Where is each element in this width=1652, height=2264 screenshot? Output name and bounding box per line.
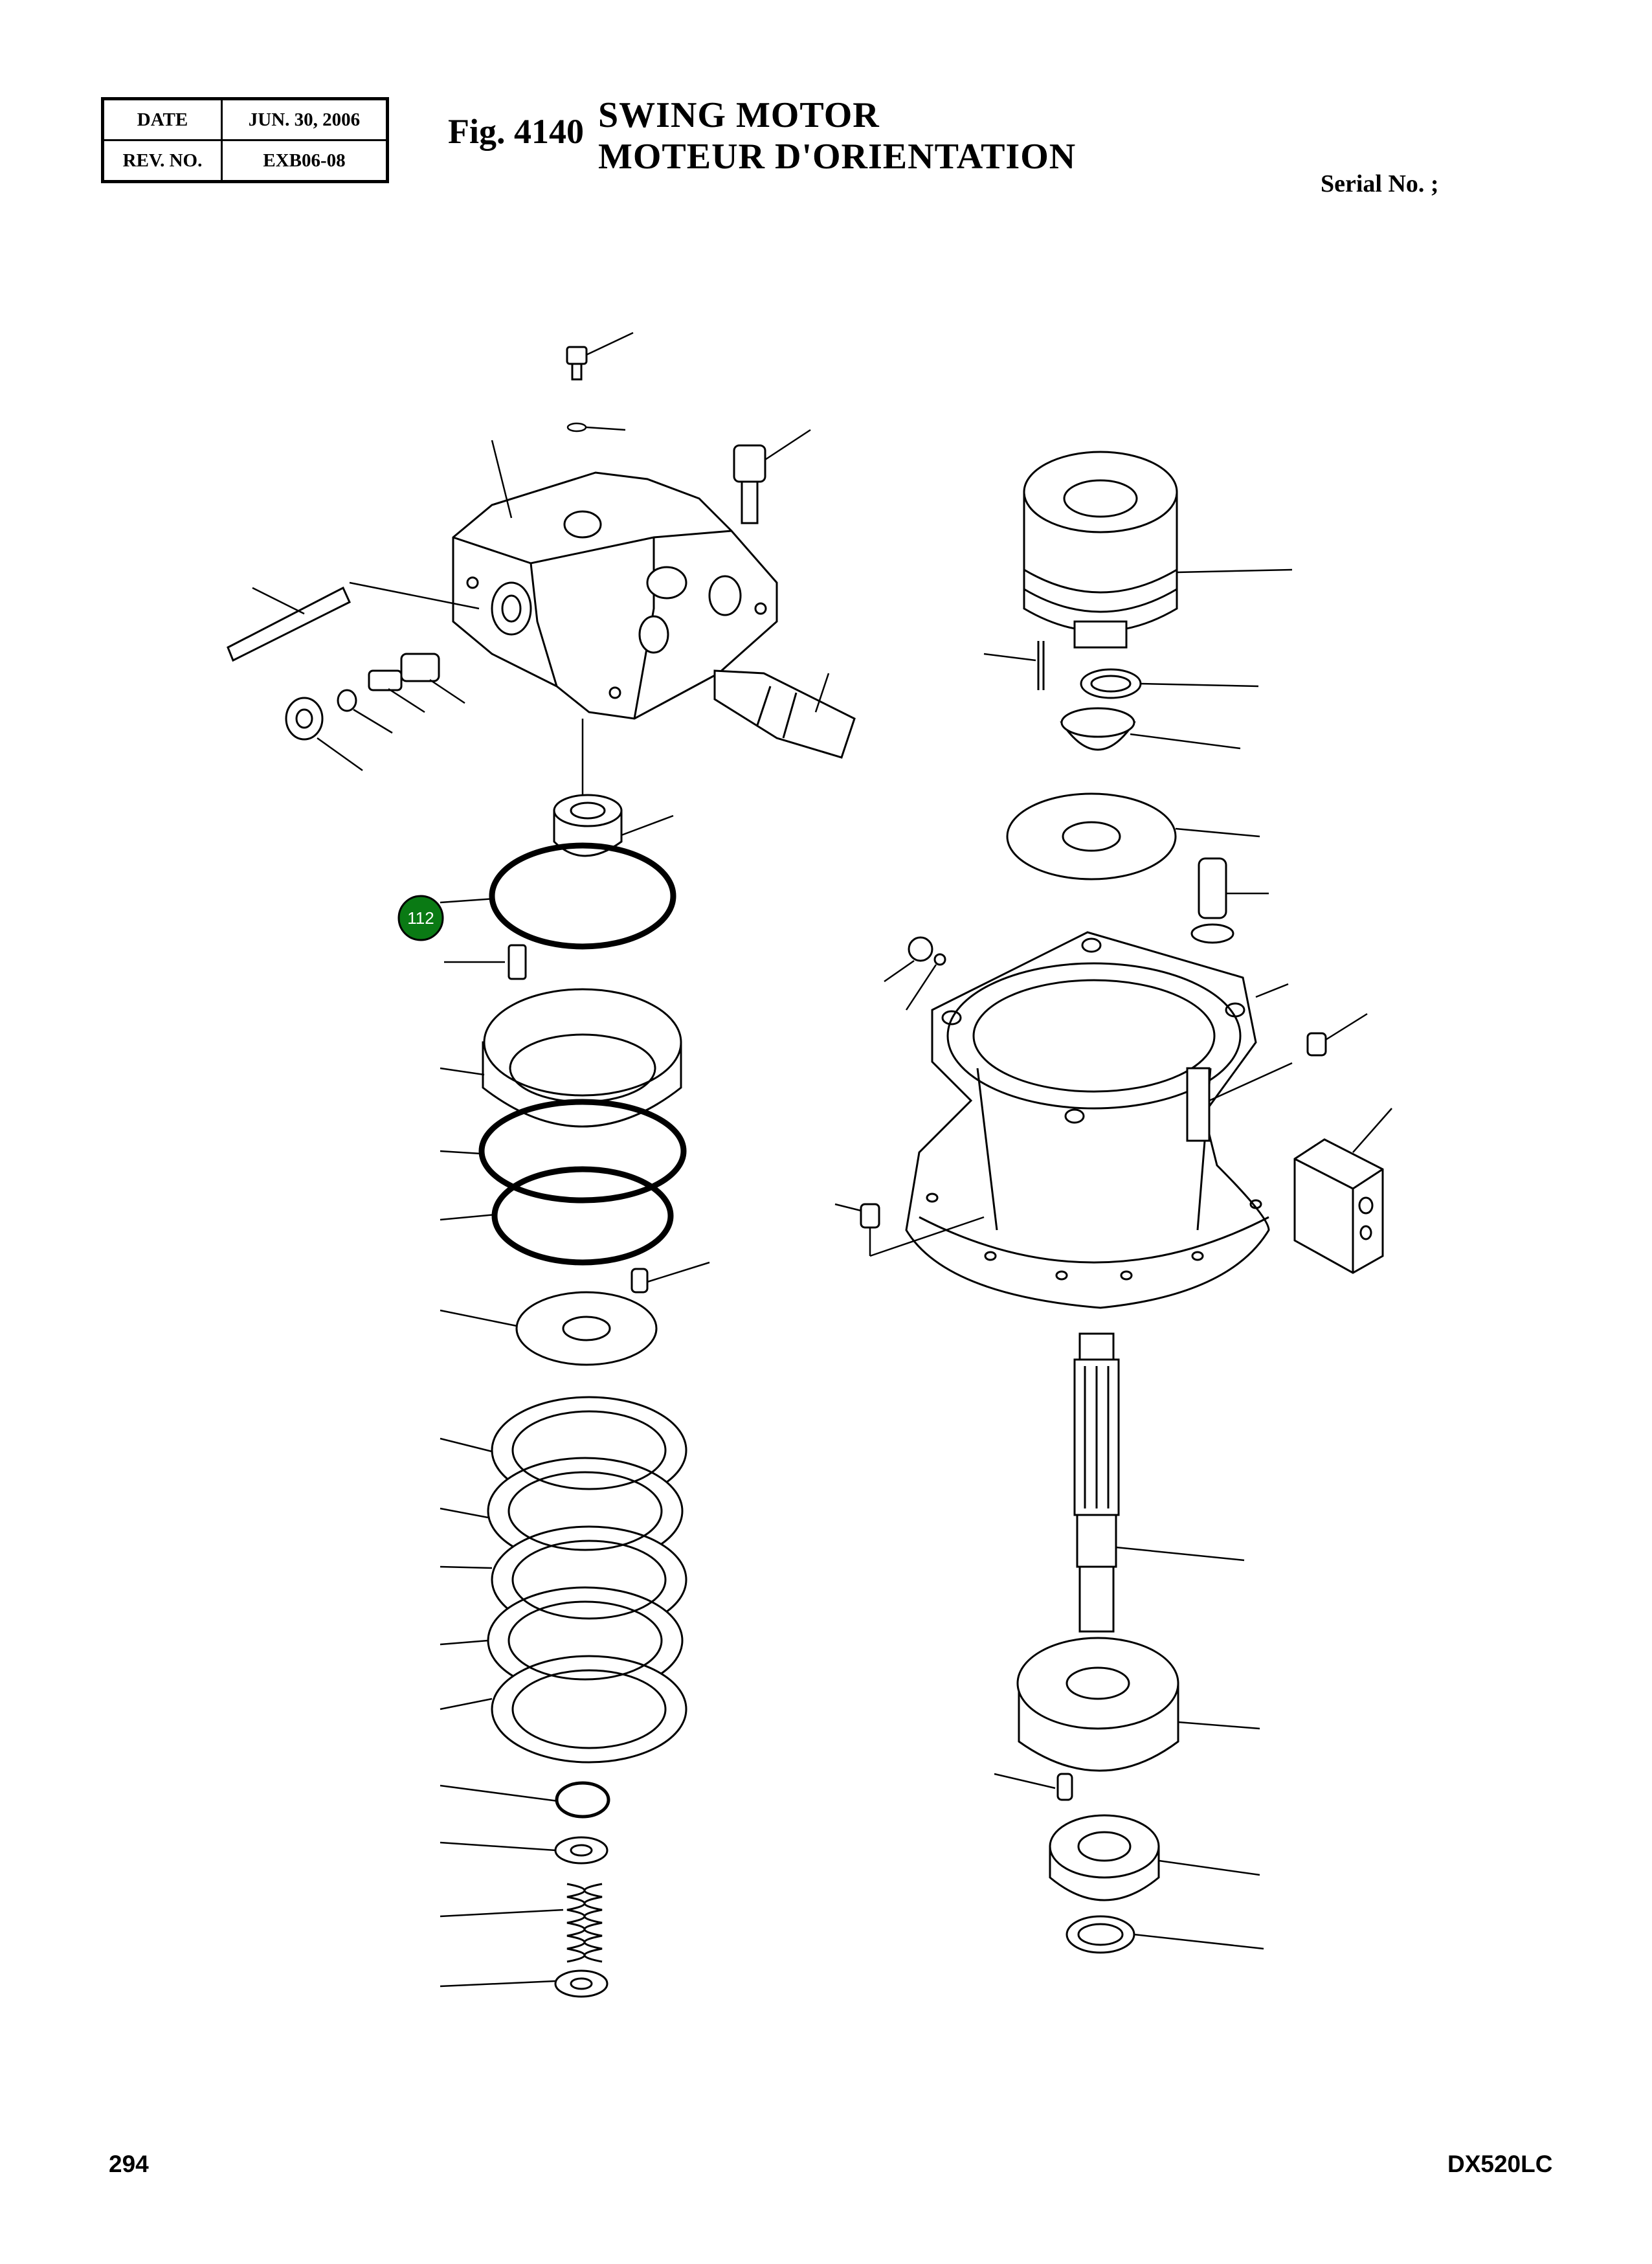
relief-valve-part (713, 669, 856, 759)
serial-number: Serial No. ; (1321, 170, 1439, 197)
model-name: DX520LC (1447, 2151, 1553, 2177)
o-ring-part (440, 1099, 687, 1266)
valve-plate-part (440, 1291, 658, 1366)
plug-part (884, 936, 946, 1011)
rev-value: EXB06-08 (221, 139, 388, 183)
set-screw-part (1306, 1013, 1368, 1057)
long-pin-part (227, 581, 480, 662)
valve-casing-part (452, 440, 778, 720)
spring-part (444, 944, 527, 980)
callout-112[interactable]: 112 (396, 893, 445, 943)
ring-part (1066, 1915, 1264, 1954)
rev-label: REV. NO. (102, 139, 223, 183)
casing-part (905, 931, 1293, 1309)
pin-part (994, 1773, 1073, 1801)
set-screw-part (834, 1203, 985, 1257)
spherical-bushing-part (1060, 707, 1241, 751)
relief-plug-part (285, 653, 465, 772)
callout-badge[interactable] (397, 895, 444, 941)
cap-screw-part (733, 429, 811, 524)
thrust-plate-part (1016, 1637, 1260, 1772)
title-french: MOTEUR D'ORIENTATION (598, 137, 1077, 177)
callout-number: 112 (407, 908, 434, 928)
page-number: 294 (109, 2151, 149, 2177)
roller-bearing-part (1049, 1814, 1260, 1901)
friction-plates-part (440, 1396, 687, 1764)
date-label: DATE (102, 98, 223, 141)
pin-part (983, 641, 1045, 690)
washer-part (440, 1969, 608, 1998)
title-english: SWING MOTOR (598, 95, 880, 135)
valve-block-part (1293, 1108, 1392, 1274)
pin-part (631, 1261, 710, 1294)
plug-part (566, 331, 634, 432)
ring-part (1080, 668, 1259, 699)
piston-part (1190, 857, 1269, 944)
o-ring-part (440, 842, 676, 950)
coil-spring-part (440, 1883, 603, 1963)
figure-number: Fig. 4140 (448, 112, 584, 151)
cylinder-block-part (1023, 451, 1293, 649)
revision-table: DATE JUN. 30, 2006 REV. NO. EXB06-08 (101, 97, 389, 183)
drive-shaft-part (1073, 1332, 1245, 1633)
date-value: JUN. 30, 2006 (221, 98, 388, 141)
retainer-plate-part (1006, 792, 1260, 880)
washer-part (440, 1836, 608, 1865)
snap-ring-part (440, 1781, 610, 1819)
figure-title: SWING MOTOR MOTEUR D'ORIENTATION (598, 95, 1076, 177)
